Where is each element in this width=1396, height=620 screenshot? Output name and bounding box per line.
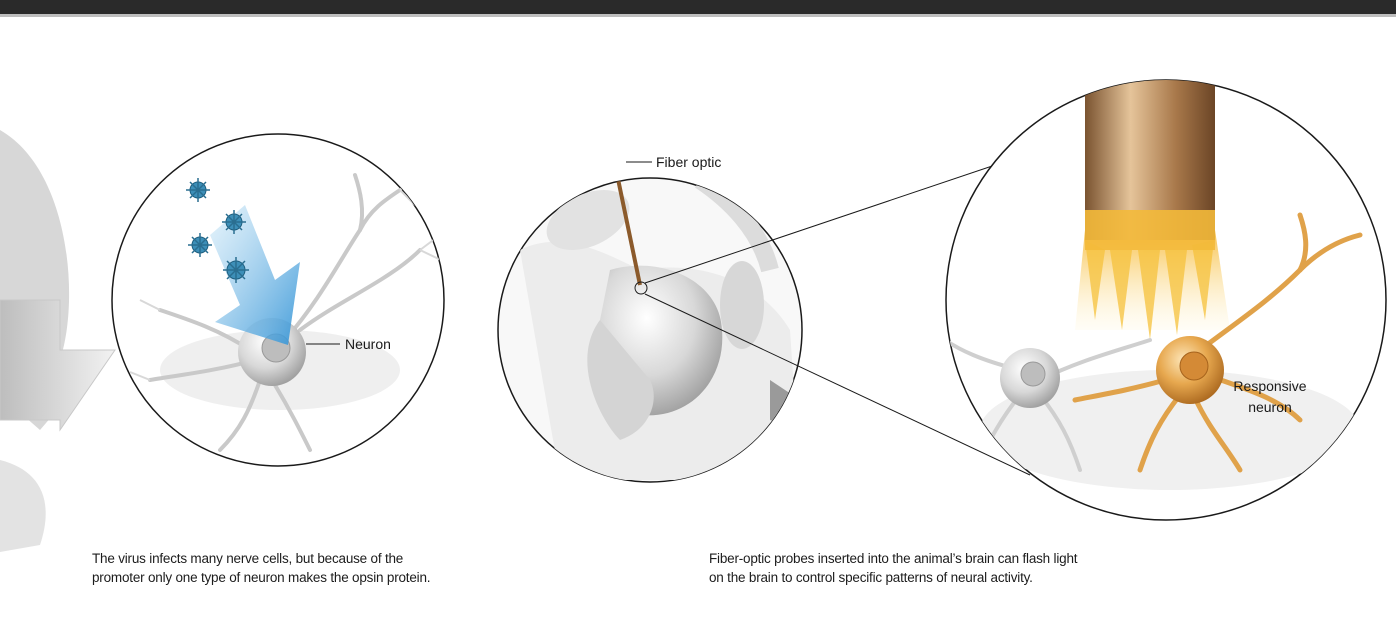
virus-infection-panel: Neuron xyxy=(112,134,445,466)
neuron-label: Neuron xyxy=(345,336,391,352)
caption-right-line1: Fiber-optic probes inserted into the ani… xyxy=(709,549,1077,568)
caption-left-line2: promoter only one type of neuron makes t… xyxy=(92,568,430,587)
caption-right: Fiber-optic probes inserted into the ani… xyxy=(709,549,1077,587)
fiber-optic-panel: Fiber optic xyxy=(498,150,802,482)
responsive-label-line2: neuron xyxy=(1248,399,1292,415)
caption-right-line2: on the brain to control specific pattern… xyxy=(709,568,1077,587)
responsive-label-line1: Responsive xyxy=(1233,378,1306,394)
process-arrow xyxy=(0,130,115,552)
fiber-optic-label: Fiber optic xyxy=(656,154,721,170)
caption-left-line1: The virus infects many nerve cells, but … xyxy=(92,549,430,568)
caption-left: The virus infects many nerve cells, but … xyxy=(92,549,430,587)
responsive-neuron-panel: Responsive neuron xyxy=(945,60,1386,520)
